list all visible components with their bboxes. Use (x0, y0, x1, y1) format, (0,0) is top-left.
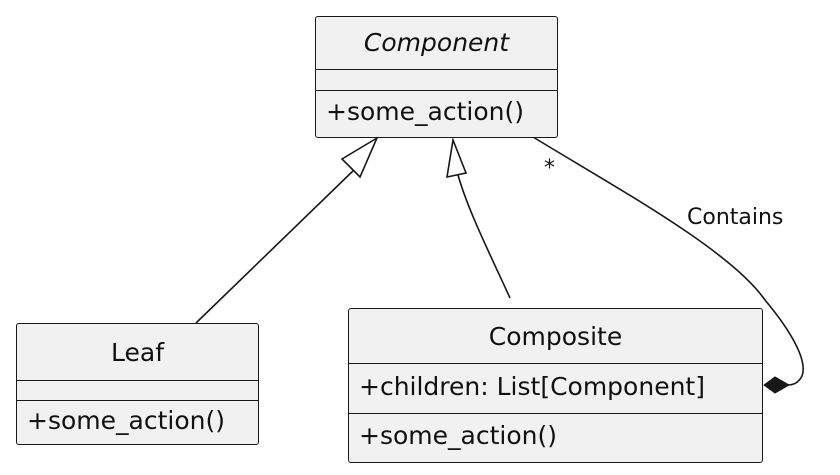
leaf-generalization-line (195, 167, 357, 324)
contains-label: Contains (687, 205, 784, 230)
composite-generalization-arrowhead (446, 136, 468, 179)
composition-diamond (763, 376, 791, 394)
composite-class[interactable]: Composite +children: List[Component] +so… (348, 308, 763, 463)
composite-methods-section: +some_action() (349, 413, 762, 461)
leaf-methods-section: +some_action() (17, 400, 258, 443)
component-class[interactable]: Component +some_action() (315, 16, 558, 138)
leaf-method: +some_action() (27, 406, 225, 435)
composite-generalization-line (457, 174, 511, 299)
composite-class-name: Composite (488, 322, 623, 351)
component-attributes-section (316, 69, 557, 90)
leaf-generalization-arrowhead (340, 136, 379, 179)
component-methods-section: +some_action() (316, 90, 557, 136)
composite-attribute: +children: List[Component] (359, 372, 705, 401)
leaf-attributes-section (17, 380, 258, 400)
component-method: +some_action() (326, 97, 524, 126)
contains-association-line (532, 136, 804, 386)
component-class-name: Component (363, 28, 510, 57)
composite-attributes-section: +children: List[Component] (349, 363, 762, 413)
leaf-class[interactable]: Leaf +some_action() (16, 323, 259, 445)
composite-method: +some_action() (359, 421, 557, 450)
leaf-class-name: Leaf (111, 338, 164, 367)
multiplicity-label: * (544, 156, 555, 181)
